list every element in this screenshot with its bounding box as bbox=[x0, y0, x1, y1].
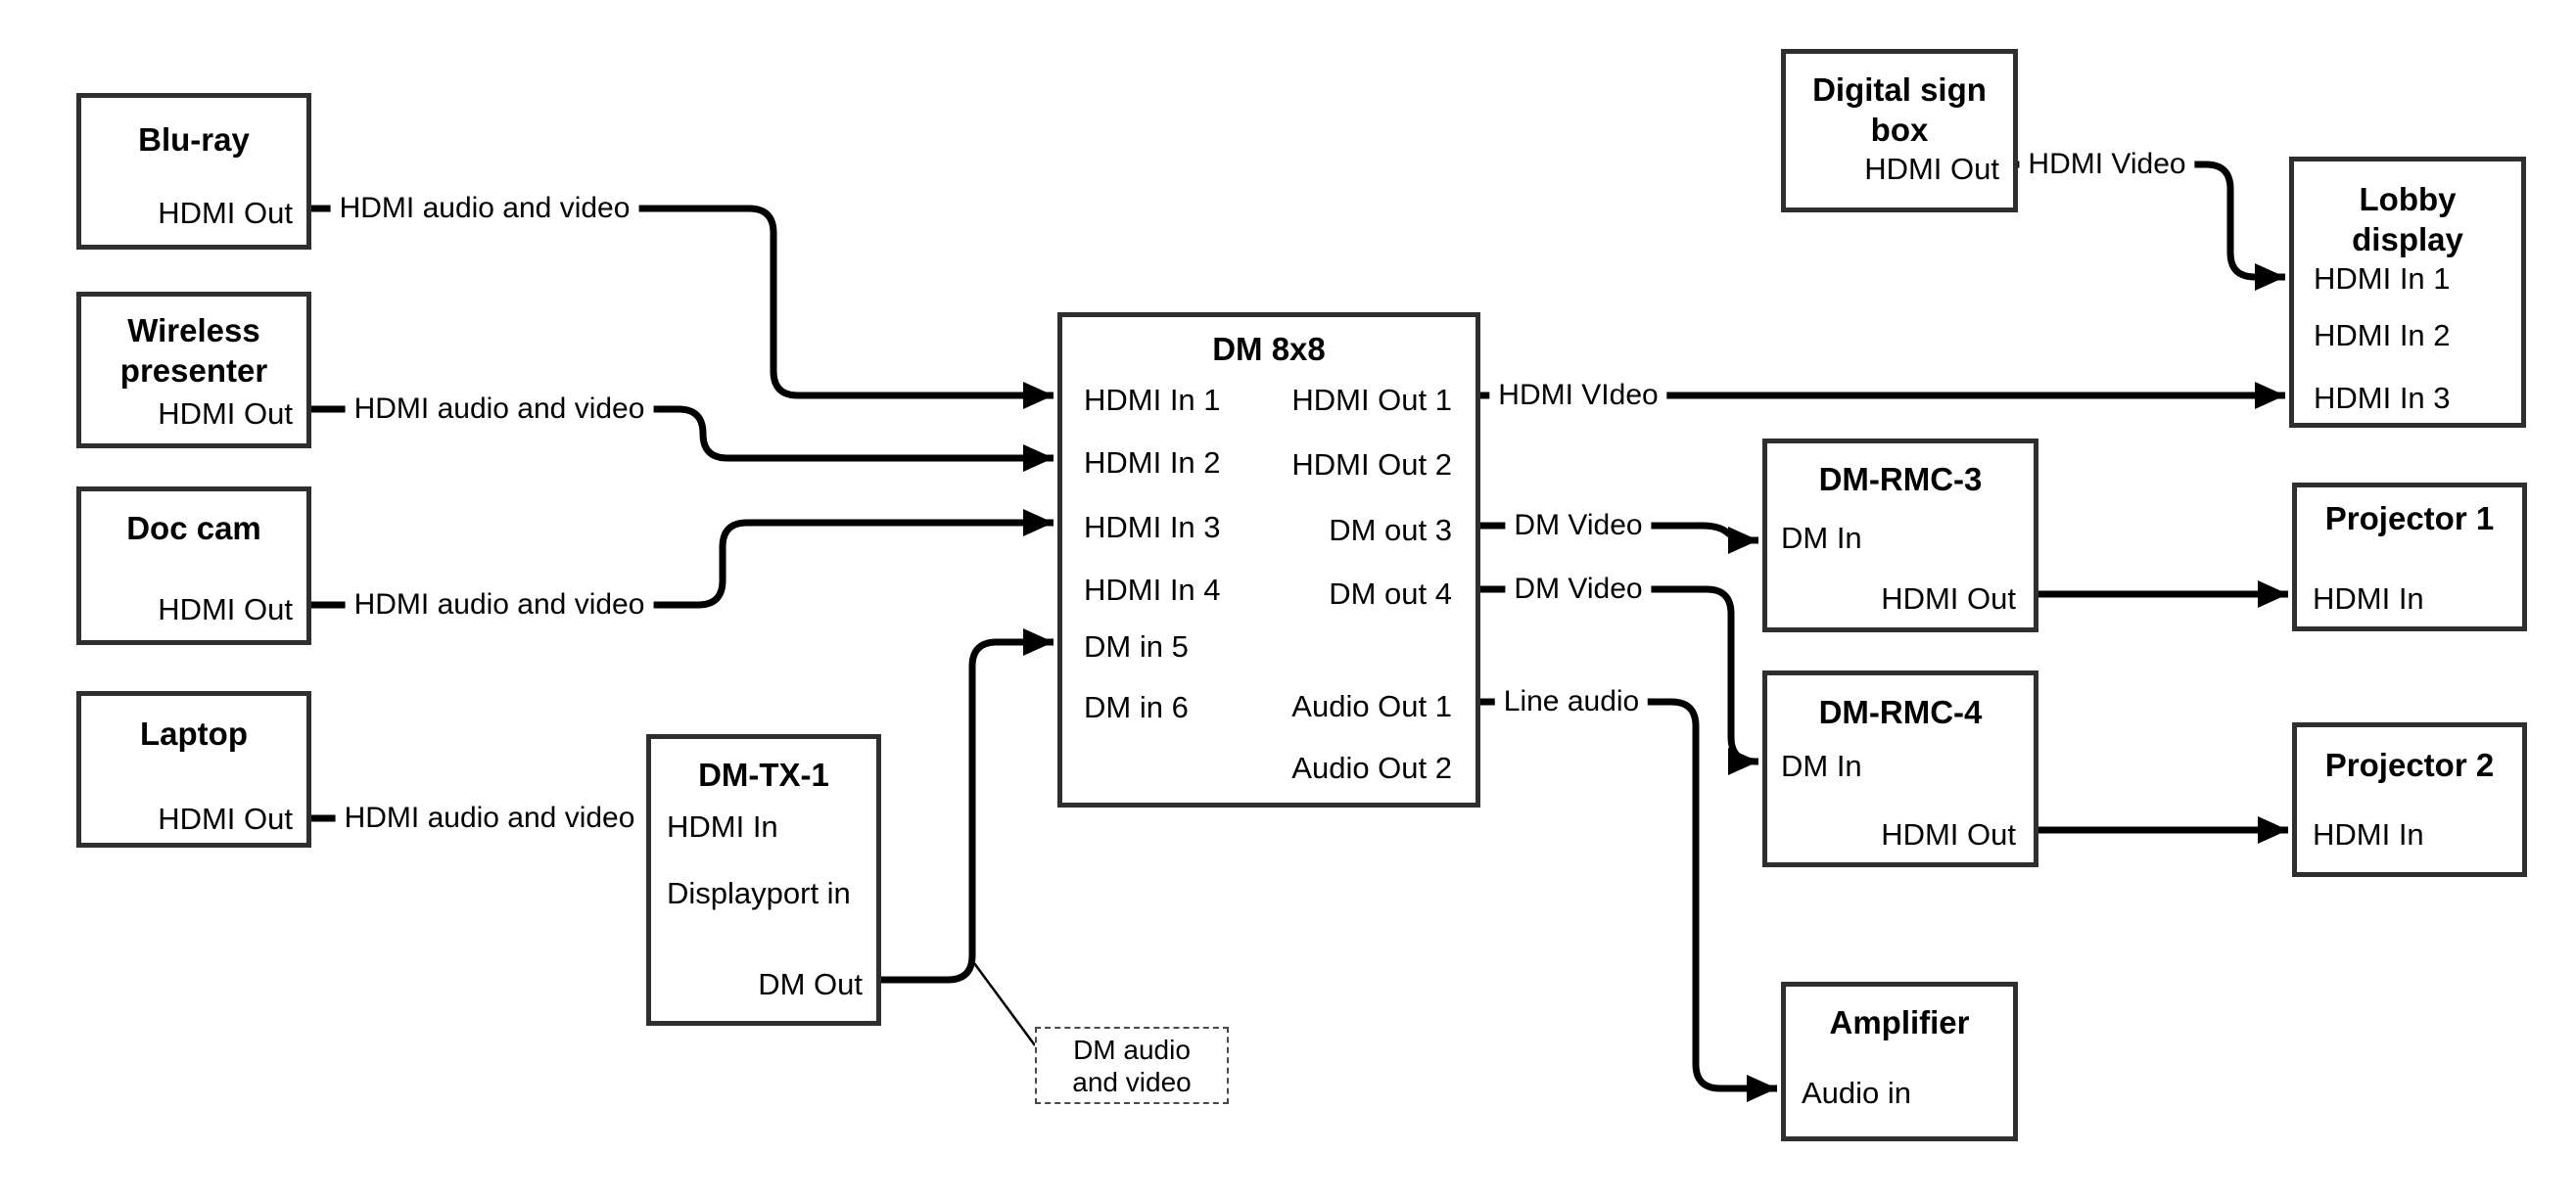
dm8x8-port-hdmi-out-2: HDMI Out 2 bbox=[1291, 447, 1452, 482]
laptop-port-hdmi-out: HDMI Out bbox=[158, 802, 293, 836]
lobby-display-box: Lobby display HDMI In 1 HDMI In 2 HDMI I… bbox=[2289, 157, 2526, 428]
dm8x8-port-dm-out-4: DM out 4 bbox=[1329, 577, 1452, 611]
edge-label-hdmi-out-1: HDMI VIdeo bbox=[1489, 379, 1667, 412]
annotation-leader-line bbox=[972, 962, 1037, 1046]
dm8x8-port-hdmi-in-4: HDMI In 4 bbox=[1084, 573, 1221, 607]
lobby-port-hdmi-in-3: HDMI In 3 bbox=[2314, 381, 2451, 415]
doc-cam-box: Doc cam HDMI Out bbox=[76, 486, 311, 645]
dm8x8-port-dm-out-3: DM out 3 bbox=[1329, 513, 1452, 547]
bluray-port-hdmi-out: HDMI Out bbox=[158, 196, 293, 230]
dmrmc4-port-hdmi-out: HDMI Out bbox=[1881, 817, 2016, 852]
dmrmc4-title: DM-RMC-4 bbox=[1818, 694, 1983, 730]
dm8x8-port-hdmi-out-1: HDMI Out 1 bbox=[1291, 383, 1452, 417]
edge-label-bluray: HDMI audio and video bbox=[330, 192, 639, 225]
edge-label-laptop: HDMI audio and video bbox=[335, 802, 644, 835]
dm8x8-port-audio-out-2: Audio Out 2 bbox=[1291, 751, 1452, 785]
projector-1-title: Projector 1 bbox=[2324, 500, 2495, 536]
edge-dm-out-4-to-rmc4 bbox=[1480, 585, 1758, 775]
laptop-box: Laptop HDMI Out bbox=[76, 691, 311, 848]
edge-dmtx1-to-dm-in-5 bbox=[881, 628, 1054, 984]
edge-dm-out-3-to-rmc3 bbox=[1480, 522, 1758, 554]
dmrmc3-box: DM-RMC-3 DM In HDMI Out bbox=[1762, 439, 2038, 632]
annotation-text: DM audio and video bbox=[1072, 1034, 1192, 1097]
edge-doccam-to-hdmi-in-3 bbox=[311, 509, 1054, 609]
dmtx1-port-hdmi-in: HDMI In bbox=[667, 809, 778, 844]
dmtx1-port-displayport-in: Displayport in bbox=[667, 876, 851, 910]
edge-label-doccam: HDMI audio and video bbox=[345, 588, 654, 622]
dmrmc4-box: DM-RMC-4 DM In HDMI Out bbox=[1762, 670, 2038, 867]
wireless-port-hdmi-out: HDMI Out bbox=[158, 396, 293, 431]
doc-cam-title: Doc cam bbox=[126, 510, 261, 546]
lobby-port-hdmi-in-2: HDMI In 2 bbox=[2314, 318, 2451, 352]
dm8x8-port-dm-in-6: DM in 6 bbox=[1084, 690, 1189, 724]
wireless-presenter-box: Wireless presenter HDMI Out bbox=[76, 292, 311, 448]
doc-cam-port-hdmi-out: HDMI Out bbox=[158, 592, 293, 626]
edge-wireless-to-hdmi-in-2 bbox=[311, 405, 1054, 472]
edge-label-audio-out-1: Line audio bbox=[1494, 685, 1649, 718]
amplifier-title: Amplifier bbox=[1829, 1004, 1970, 1040]
projector-2-box: Projector 2 HDMI In bbox=[2292, 722, 2527, 877]
edge-label-dm-out-4: DM Video bbox=[1505, 573, 1652, 606]
edge-audio-out-1-to-amplifier bbox=[1480, 698, 1777, 1102]
dmrmc3-port-dm-in: DM In bbox=[1781, 521, 1862, 555]
dm8x8-port-dm-in-5: DM in 5 bbox=[1084, 629, 1189, 664]
dm8x8-port-audio-out-1: Audio Out 1 bbox=[1291, 689, 1452, 723]
amplifier-box: Amplifier Audio in bbox=[1781, 982, 2018, 1141]
dmtx1-port-dm-out: DM Out bbox=[758, 967, 863, 1001]
wireless-presenter-title: Wireless presenter bbox=[119, 312, 268, 389]
dmrmc3-title: DM-RMC-3 bbox=[1818, 461, 1983, 497]
projector-1-port-hdmi-in: HDMI In bbox=[2313, 581, 2424, 616]
edge-label-dm-out-3: DM Video bbox=[1505, 509, 1652, 542]
bluray-box: Blu-ray HDMI Out bbox=[76, 93, 311, 250]
edge-bluray-to-hdmi-in-1 bbox=[311, 205, 1054, 409]
dm8x8-port-hdmi-in-3: HDMI In 3 bbox=[1084, 510, 1221, 544]
laptop-title: Laptop bbox=[140, 716, 248, 752]
digital-sign-port-hdmi-out: HDMI Out bbox=[1864, 152, 1999, 186]
projector-1-box: Projector 1 HDMI In bbox=[2292, 483, 2527, 631]
dmtx1-title: DM-TX-1 bbox=[698, 757, 829, 793]
dmtx1-box: DM-TX-1 HDMI In Displayport in DM Out bbox=[646, 734, 881, 1026]
amplifier-port-audio-in: Audio in bbox=[1802, 1076, 1912, 1110]
edge-label-digital-sign: HDMI Video bbox=[2019, 148, 2195, 181]
projector-2-port-hdmi-in: HDMI In bbox=[2313, 817, 2424, 852]
digital-sign-title: Digital sign box bbox=[1812, 71, 1987, 148]
dmrmc3-port-hdmi-out: HDMI Out bbox=[1881, 581, 2016, 616]
bluray-title: Blu-ray bbox=[138, 121, 250, 158]
edge-label-wireless: HDMI audio and video bbox=[345, 393, 654, 426]
lobby-port-hdmi-in-1: HDMI In 1 bbox=[2314, 261, 2451, 296]
lobby-display-title: Lobby display bbox=[2352, 181, 2463, 257]
dm-audio-video-annotation: DM audio and video bbox=[1035, 1027, 1229, 1104]
dm8x8-port-hdmi-in-1: HDMI In 1 bbox=[1084, 383, 1221, 417]
dmrmc4-port-dm-in: DM In bbox=[1781, 749, 1862, 783]
digital-sign-box: Digital sign box HDMI Out bbox=[1781, 49, 2018, 212]
edge-sign-to-lobby-in-1 bbox=[2018, 161, 2285, 291]
dm8x8-port-hdmi-in-2: HDMI In 2 bbox=[1084, 445, 1221, 480]
dm8x8-box: DM 8x8 HDMI In 1 HDMI In 2 HDMI In 3 HDM… bbox=[1057, 312, 1480, 808]
dm8x8-title: DM 8x8 bbox=[1212, 331, 1326, 367]
projector-2-title: Projector 2 bbox=[2324, 747, 2495, 783]
